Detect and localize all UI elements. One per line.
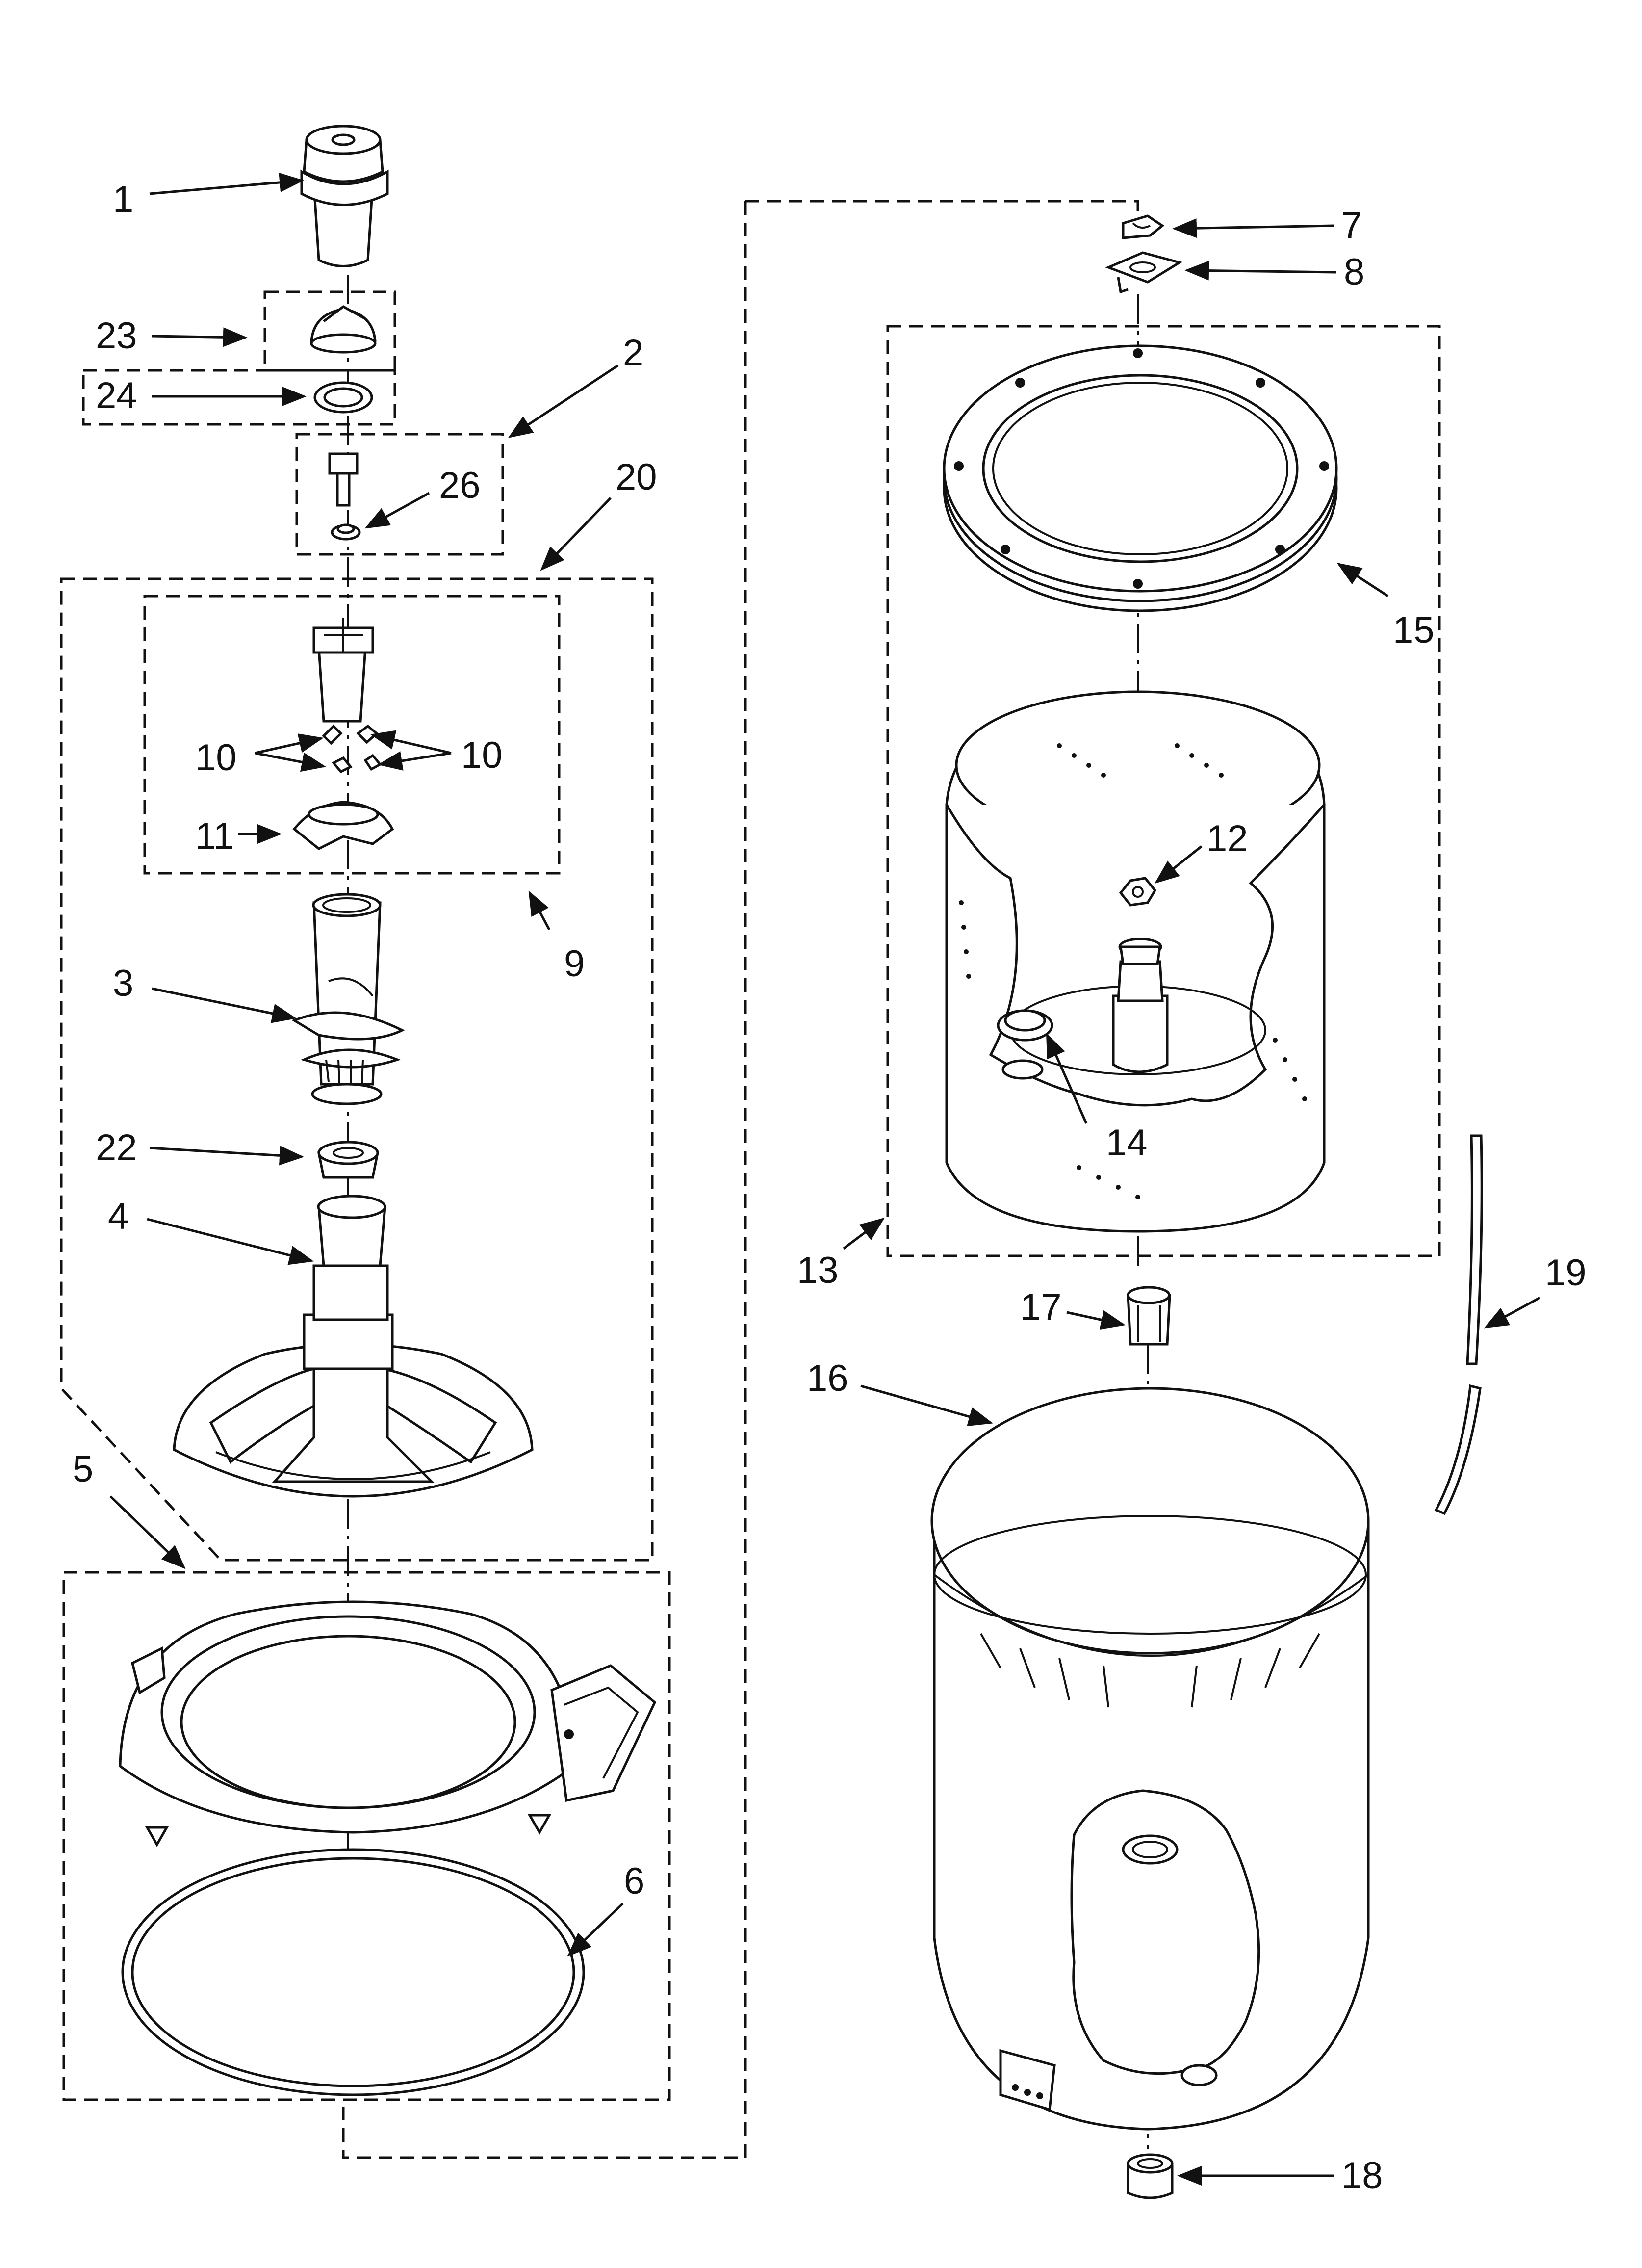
callout-24: 24 — [96, 375, 137, 417]
callout-2: 2 — [623, 332, 643, 374]
group-box-5 — [62, 1571, 671, 2101]
callout-10-right: 10 — [461, 734, 503, 776]
cam-bushing — [317, 1141, 380, 1179]
connector-lines — [342, 200, 1139, 2159]
callout-10-left: 10 — [195, 737, 237, 779]
callout-22: 22 — [96, 1127, 137, 1169]
connector-line — [342, 201, 747, 2159]
callout-23: 23 — [96, 315, 137, 357]
callout-5: 5 — [73, 1448, 93, 1490]
callout-6: 6 — [624, 1860, 644, 1902]
bolt-and-washer — [328, 452, 361, 541]
group-box-23 — [263, 290, 396, 372]
callout-20: 20 — [616, 456, 657, 498]
tub-ring-seal — [121, 1848, 585, 2096]
fabric-softener-dispenser — [300, 125, 389, 267]
callout-26: 26 — [439, 465, 481, 506]
agitator-base — [173, 1195, 534, 1498]
callout-12: 12 — [1206, 818, 1248, 860]
callout-13: 13 — [797, 1250, 839, 1291]
leader-arrows — [109, 172, 1541, 2186]
callout-11: 11 — [195, 815, 234, 857]
callout-labels: 1 23 24 2 26 20 10 10 11 9 3 22 4 5 6 7 … — [73, 179, 1587, 2196]
callout-19: 19 — [1545, 1252, 1587, 1294]
group-box-2 — [295, 433, 504, 556]
callout-14: 14 — [1106, 1122, 1148, 1164]
callout-15: 15 — [1393, 609, 1435, 651]
callout-7: 7 — [1341, 205, 1362, 246]
basket-nut — [1119, 877, 1157, 907]
callout-1: 1 — [113, 179, 133, 220]
callout-17: 17 — [1020, 1286, 1062, 1328]
agitator-cap — [310, 305, 377, 354]
balance-ring — [943, 344, 1338, 612]
tub-slots — [980, 1633, 1320, 1708]
basket-holes — [959, 743, 1307, 1199]
callout-9: 9 — [564, 943, 585, 985]
group-box-13 — [886, 325, 1441, 1257]
callout-18: 18 — [1341, 2155, 1383, 2196]
connector-line — [745, 200, 1139, 218]
callout-4: 4 — [108, 1196, 128, 1237]
agitator-auger — [291, 893, 405, 1105]
agitator-cam-assembly — [292, 618, 394, 850]
callout-16: 16 — [807, 1357, 848, 1399]
tub-bracket — [1105, 251, 1183, 294]
drain-hose — [1434, 1134, 1483, 1515]
group-boxes — [60, 290, 1441, 2101]
tub-clip — [1122, 214, 1165, 239]
callout-3: 3 — [113, 963, 133, 1004]
seal-ring — [313, 381, 373, 414]
group-box-24 — [82, 369, 396, 426]
outer-tub — [930, 1387, 1370, 2131]
basket-plug — [997, 1009, 1053, 1042]
group-box-9 — [143, 595, 561, 875]
tub-ring — [119, 1600, 657, 1902]
tub-seal — [1127, 2153, 1174, 2199]
callout-8: 8 — [1344, 251, 1364, 293]
drive-bushing — [1127, 1286, 1171, 1346]
